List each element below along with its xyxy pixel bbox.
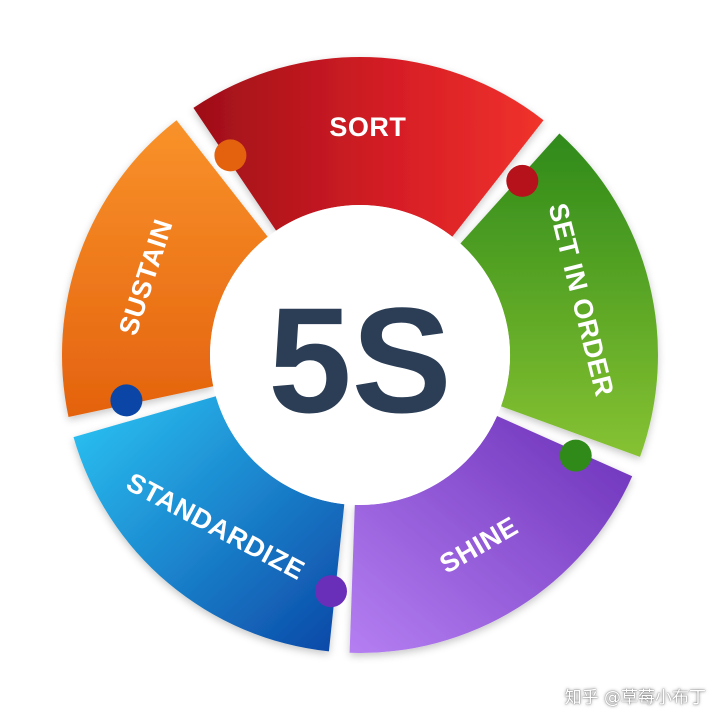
puzzle-tab-1 <box>214 139 247 172</box>
puzzle-tab-3 <box>559 439 592 472</box>
puzzle-tab-5 <box>110 384 143 417</box>
watermark-text: 知乎 @草莓小布丁 <box>564 688 706 708</box>
segment-sort <box>193 56 544 237</box>
puzzle-tabs-group <box>110 139 592 608</box>
segments-group <box>61 56 658 653</box>
segment-set-in-order <box>460 133 658 457</box>
segment-shine <box>349 416 633 653</box>
segment-sustain <box>61 120 268 417</box>
puzzle-tab-2 <box>506 164 539 197</box>
center-disc <box>210 205 510 505</box>
segment-label-sort: SORT <box>329 112 406 142</box>
segment-standardize <box>73 396 345 652</box>
center-title: 5S <box>268 276 451 444</box>
puzzle-tab-4 <box>315 575 347 608</box>
